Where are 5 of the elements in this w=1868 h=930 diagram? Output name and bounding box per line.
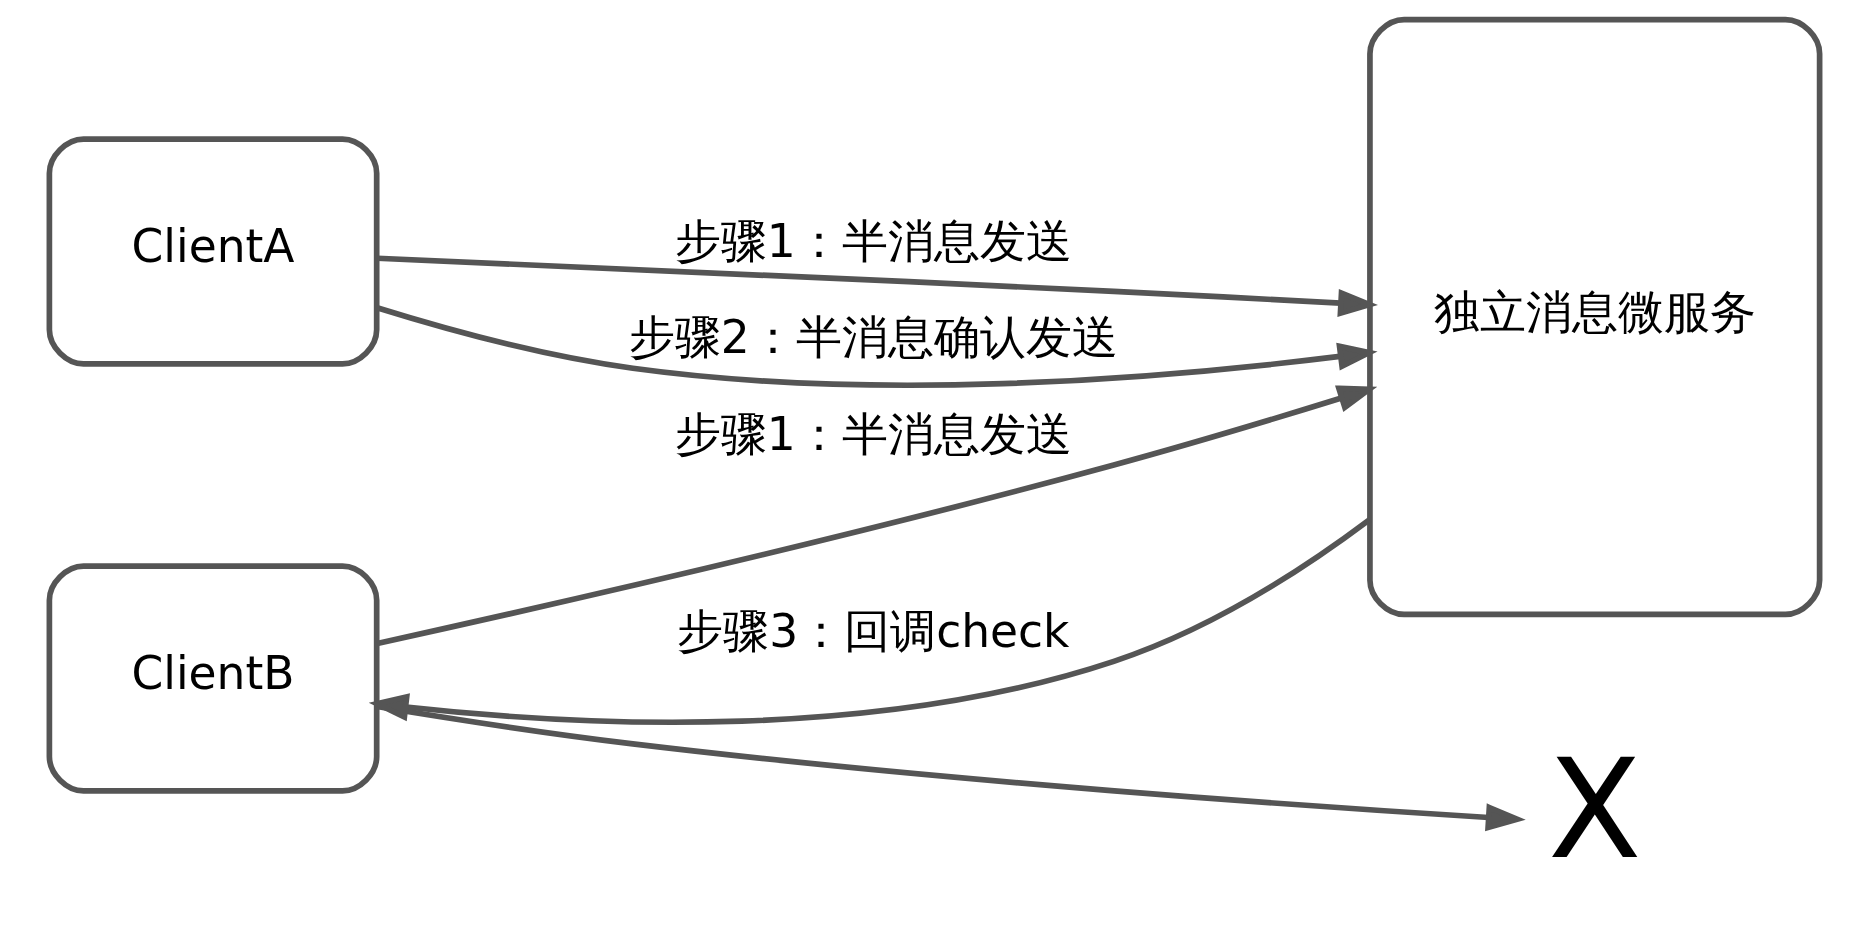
edge-label: 步骤3：回调check [676,604,1069,658]
edge-label: 步骤2：半消息确认发送 [628,311,1118,365]
edge-label: 步骤1：半消息发送 [674,214,1072,268]
edge-label: 步骤1：半消息发送 [674,408,1072,462]
node-text: X [1547,730,1642,890]
